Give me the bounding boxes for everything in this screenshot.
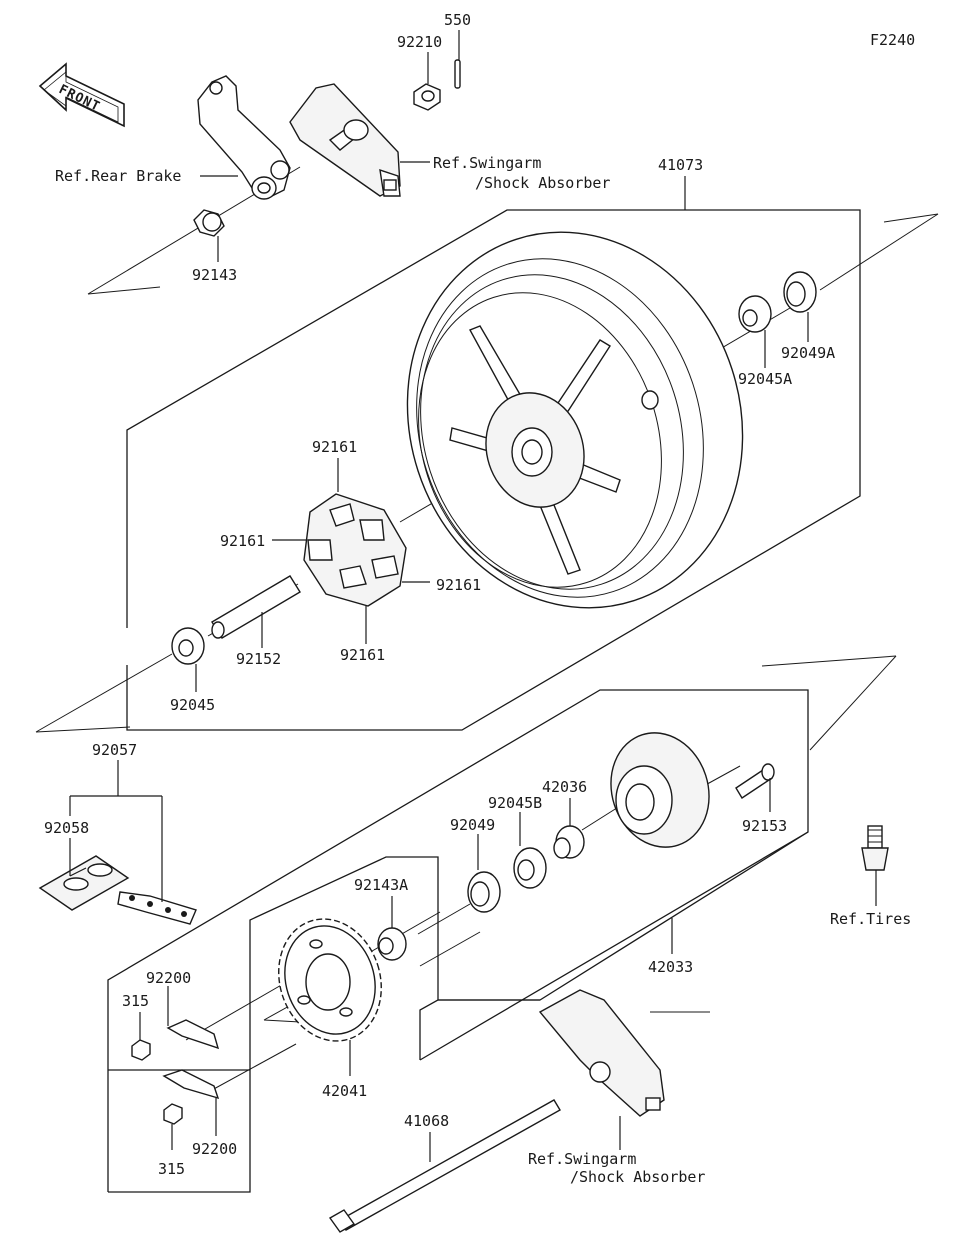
leader-lines — [69, 30, 877, 1162]
label-92161-right: 92161 — [436, 576, 481, 594]
label-92057: 92057 — [92, 741, 137, 759]
axle-41068 — [328, 1099, 561, 1233]
label-92049: 92049 — [450, 816, 495, 834]
label-41068: 41068 — [404, 1112, 449, 1130]
label-92045B: 92045B — [488, 794, 542, 812]
label-92200-bottom: 92200 — [192, 1140, 237, 1158]
coupling-frame-outer — [107, 689, 809, 1192]
rear-brake-bracket — [197, 75, 291, 200]
sprocket-coupling-42033 — [610, 732, 710, 848]
rear-sprocket-42041 — [278, 918, 382, 1042]
label-41073: 41073 — [658, 156, 703, 174]
nut-315-bottom — [163, 1103, 183, 1125]
chain-adjuster-bottom — [538, 989, 665, 1117]
damper-rubbers-92161 — [303, 493, 407, 607]
label-315-top: 315 — [122, 992, 149, 1010]
label-92045: 92045 — [170, 696, 215, 714]
collar-92143A — [377, 927, 407, 961]
label-42041: 42041 — [322, 1082, 367, 1100]
chain-adjuster-top — [289, 83, 401, 197]
label-42033: 42033 — [648, 958, 693, 976]
label-92161-top: 92161 — [312, 438, 357, 456]
label-42036: 42036 — [542, 778, 587, 796]
ref-rear-brake: Ref.Rear Brake — [55, 167, 181, 185]
spacer-92152 — [211, 575, 301, 639]
sprocket-sub-frame — [249, 856, 439, 1070]
label-92152: 92152 — [236, 650, 281, 668]
bearing-92045B — [513, 847, 547, 889]
front-arrow-icon: FRONT — [38, 62, 125, 128]
rear-wheel-rim — [406, 231, 744, 609]
ref-swingarm-bottom-line1: Ref.Swingarm — [528, 1150, 636, 1168]
tire-valve-icon — [861, 825, 889, 871]
nut-92210 — [413, 83, 441, 111]
oil-seal-92049A — [783, 271, 817, 313]
label-92058: 92058 — [44, 819, 89, 837]
plate-92200-bottom — [162, 1069, 220, 1100]
label-92153: 92153 — [742, 817, 787, 835]
oil-seal-92049 — [467, 871, 501, 913]
collar-92143 — [193, 209, 225, 237]
label-92210: 92210 — [397, 33, 442, 51]
plate-92200-top — [166, 1019, 220, 1050]
bearing-92045 — [171, 627, 205, 665]
bearing-92045A — [738, 295, 772, 333]
bolt-92153 — [735, 763, 775, 799]
hub-sub-frame — [438, 831, 809, 1001]
label-92161-left: 92161 — [220, 532, 265, 550]
label-92161-bottom: 92161 — [340, 646, 385, 664]
coupling-assembly-frame — [108, 1069, 251, 1193]
label-92143A: 92143A — [354, 876, 408, 894]
figure-code: F2240 — [870, 31, 915, 49]
ref-swingarm-top-line1: Ref.Swingarm — [433, 154, 541, 172]
ref-swingarm-top-line2: /Shock Absorber — [475, 174, 610, 192]
cotter-pin-550 — [454, 59, 461, 89]
label-315-bottom: 315 — [158, 1160, 185, 1178]
drive-chain-92057 — [38, 855, 197, 925]
label-92049A: 92049A — [781, 344, 835, 362]
label-92143: 92143 — [192, 266, 237, 284]
label-92200-top: 92200 — [146, 969, 191, 987]
label-92045A: 92045A — [738, 370, 792, 388]
label-550: 550 — [444, 11, 471, 29]
wheel-assembly-frame — [126, 209, 861, 731]
ref-swingarm-bottom-line2: /Shock Absorber — [570, 1168, 705, 1186]
collar-42036 — [553, 825, 585, 859]
nut-315-top — [131, 1039, 151, 1061]
ref-tires: Ref.Tires — [830, 910, 911, 928]
